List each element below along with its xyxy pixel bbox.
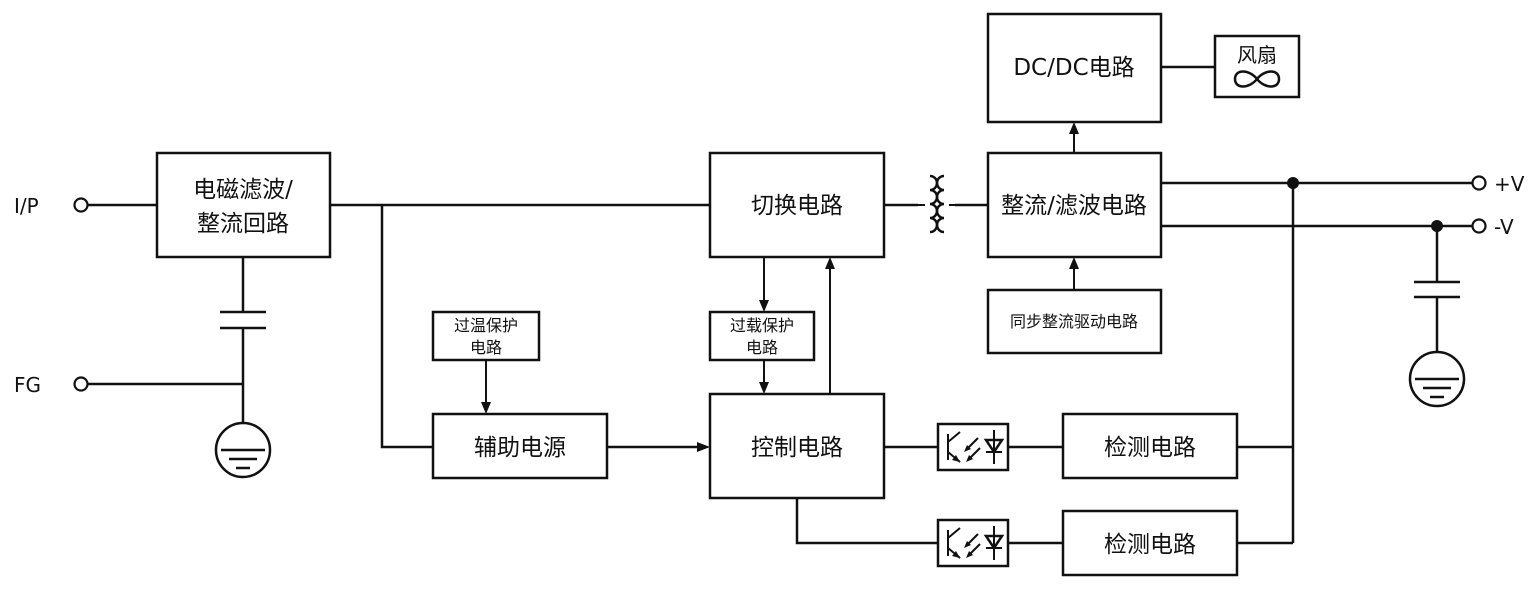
- transformer-icon: [918, 174, 955, 234]
- over-temp-label-2: 电路: [470, 338, 502, 357]
- emi-filter-block: 电磁滤波/ 整流回路: [155, 151, 332, 259]
- aux-power-label: 辅助电源: [474, 435, 566, 461]
- arrow-icon: [759, 382, 769, 394]
- capacitor-icon: [1414, 280, 1460, 299]
- over-temp-label-1: 过温保护: [454, 316, 518, 335]
- terminals: I/P FG +V -V: [14, 172, 1525, 397]
- aux-power-block: 辅助电源: [431, 412, 609, 480]
- detect-label-1: 检测电路: [1104, 435, 1196, 461]
- input-terminal: [73, 197, 89, 213]
- neg-out-terminal: [1471, 218, 1487, 234]
- pos-out-label: +V: [1494, 172, 1525, 196]
- wire-aux-branch: [380, 205, 433, 449]
- rectifier-filter-block: 整流/滤波电路: [986, 151, 1163, 259]
- arrow-icon: [481, 402, 491, 414]
- optocoupler-icon: [936, 422, 1010, 472]
- arrow-icon: [759, 300, 769, 312]
- ground-icon: [1408, 350, 1466, 408]
- sync-rect-driver-block: 同步整流驱动电路: [986, 288, 1163, 355]
- control-label: 控制电路: [751, 435, 843, 461]
- arrows: [481, 122, 1079, 452]
- wires: [88, 65, 1473, 545]
- rectifier-filter-label: 整流/滤波电路: [1001, 193, 1147, 219]
- optocoupler-icon: [936, 518, 1010, 568]
- pos-out-terminal: [1471, 175, 1487, 191]
- dcdc-block: DC/DC电路: [986, 12, 1163, 124]
- wire-control-opto2: [795, 498, 938, 545]
- control-block: 控制电路: [708, 392, 886, 500]
- arrow-icon: [1069, 122, 1079, 134]
- neg-out-label: -V: [1494, 215, 1514, 239]
- over-temp-block: 过温保护 电路: [431, 310, 541, 362]
- input-label: I/P: [14, 194, 39, 218]
- ground-icon: [214, 421, 272, 479]
- switching-block: 切换电路: [708, 151, 886, 259]
- capacitor-icon: [220, 310, 266, 330]
- junction-dot: [1431, 220, 1443, 232]
- overload-block: 过载保护 电路: [708, 310, 816, 362]
- arrow-icon: [1069, 257, 1079, 269]
- emi-filter-label-1: 电磁滤波/: [193, 177, 293, 203]
- detect-label-2: 检测电路: [1104, 532, 1196, 558]
- overload-label-1: 过载保护: [730, 316, 794, 335]
- switching-label: 切换电路: [751, 193, 843, 219]
- overload-label-2: 电路: [746, 338, 778, 357]
- detect-block-2: 检测电路: [1061, 509, 1239, 577]
- junction-dot: [1287, 177, 1299, 189]
- arrow-icon: [825, 257, 835, 269]
- fan-block: 风扇: [1213, 34, 1301, 99]
- emi-filter-label-2: 整流回路: [197, 211, 289, 237]
- fg-label: FG: [14, 373, 41, 397]
- fan-icon: [1233, 70, 1281, 88]
- detect-block-1: 检测电路: [1061, 412, 1239, 480]
- fg-terminal: [73, 376, 89, 392]
- sync-rect-driver-label: 同步整流驱动电路: [1010, 312, 1138, 331]
- fan-label: 风扇: [1237, 43, 1277, 67]
- arrow-icon: [697, 442, 710, 452]
- dcdc-label: DC/DC电路: [1013, 55, 1134, 81]
